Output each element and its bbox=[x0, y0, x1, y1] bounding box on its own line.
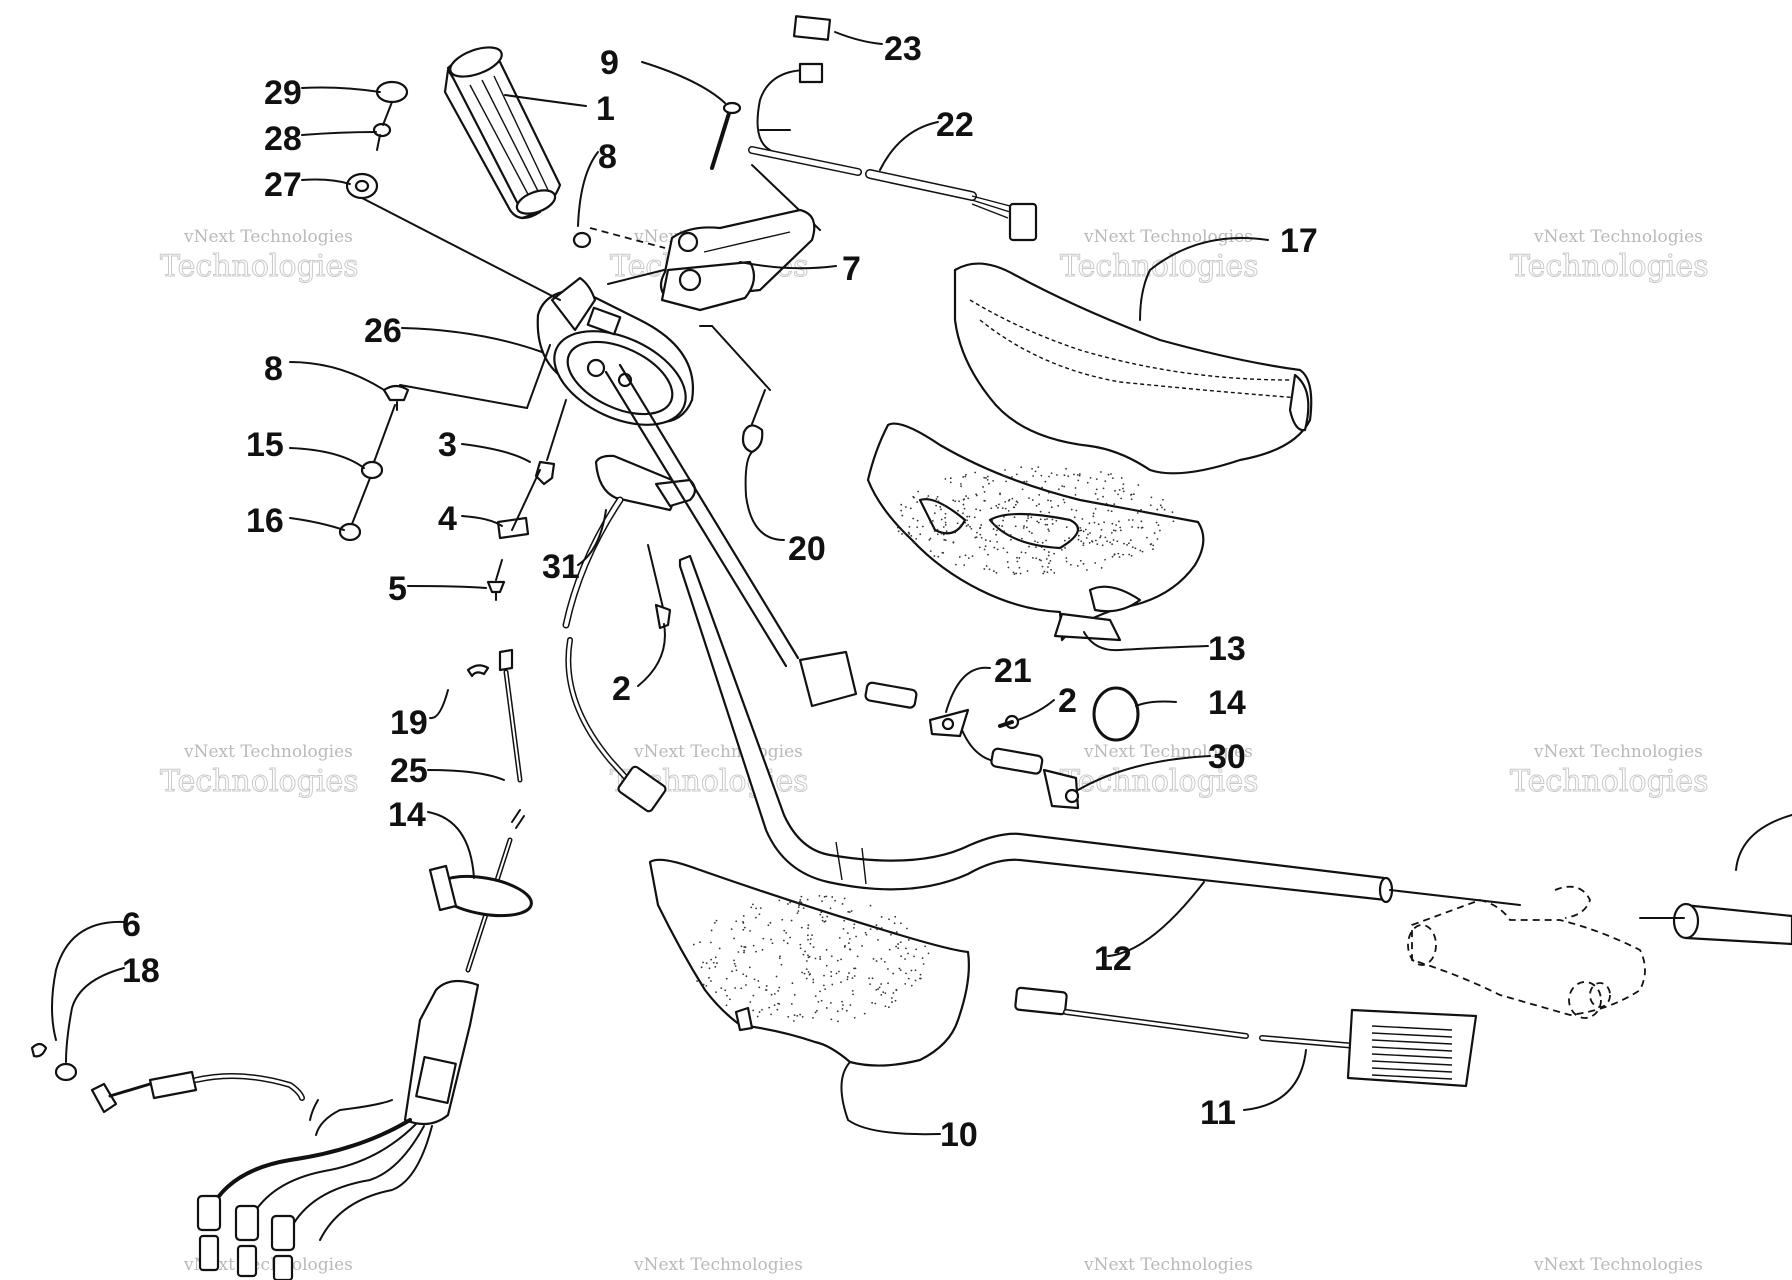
callout-27: 27 bbox=[264, 166, 302, 204]
lower-pad-part bbox=[648, 858, 970, 1067]
callout-13: 13 bbox=[1208, 630, 1246, 668]
callout-16: 16 bbox=[246, 502, 284, 540]
part-drawings bbox=[30, 15, 1792, 1280]
callout-26: 26 bbox=[364, 312, 402, 350]
ghost-clamp-part bbox=[1407, 885, 1646, 1019]
watermark-text: vNext Technologies bbox=[1083, 742, 1253, 762]
watermark-text: vNext Technologies bbox=[633, 742, 803, 762]
right-grip-part bbox=[1639, 814, 1792, 946]
throttle-lever-part bbox=[659, 208, 816, 312]
foam-pad-part bbox=[866, 422, 1205, 642]
heater-element-part bbox=[1014, 986, 1478, 1088]
watermark-text: vNext Technologies bbox=[1083, 1255, 1253, 1275]
watermark-text: vNext Technologies bbox=[183, 227, 353, 247]
watermark-text: vNext Technologies bbox=[1533, 1255, 1703, 1275]
callout-2: 2 bbox=[1058, 682, 1077, 720]
callout-28: 28 bbox=[264, 120, 302, 158]
watermark-text: Technologies bbox=[1510, 249, 1709, 284]
leader-lines bbox=[51, 31, 1307, 1136]
callout-19: 19 bbox=[390, 704, 428, 742]
callout-20: 20 bbox=[788, 530, 826, 568]
callout-3: 3 bbox=[438, 426, 457, 464]
watermark-text: Technologies bbox=[1060, 1277, 1259, 1280]
watermark-text: Technologies bbox=[1060, 249, 1259, 284]
watermark-text: Technologies bbox=[1510, 1277, 1709, 1280]
callout-25: 25 bbox=[390, 752, 428, 790]
callout-12: 12 bbox=[1094, 940, 1132, 978]
pad-cover-part bbox=[953, 262, 1313, 475]
callout-22: 22 bbox=[936, 106, 974, 144]
callout-23: 23 bbox=[884, 30, 922, 68]
screw-part bbox=[372, 122, 392, 151]
callout-15: 15 bbox=[246, 426, 284, 464]
watermark-text: Technologies bbox=[160, 764, 359, 799]
grip-part bbox=[443, 46, 562, 220]
callout-14: 14 bbox=[388, 796, 426, 834]
throttle-block-part bbox=[196, 979, 480, 1280]
throttle-cable-part bbox=[428, 648, 533, 973]
callout-30: 30 bbox=[1208, 738, 1246, 776]
callout-17: 17 bbox=[1280, 222, 1318, 260]
callout-7: 7 bbox=[842, 250, 861, 288]
screw-right-part bbox=[998, 714, 1020, 730]
watermark-text: Technologies bbox=[610, 1277, 809, 1280]
fastener-stack-part bbox=[338, 344, 551, 542]
callout-5: 5 bbox=[388, 570, 407, 608]
switch-housing-part bbox=[536, 276, 694, 426]
wire-harness-part bbox=[748, 62, 1038, 242]
callout-8: 8 bbox=[264, 350, 283, 388]
callout-11: 11 bbox=[1200, 1094, 1236, 1132]
label-tag-part bbox=[792, 15, 832, 41]
clip-part bbox=[699, 325, 771, 454]
callout-8: 8 bbox=[598, 138, 617, 176]
handlebar-part bbox=[678, 554, 1521, 906]
bolt-part bbox=[710, 101, 742, 170]
watermark-text: vNext Technologies bbox=[183, 742, 353, 762]
callout-14: 14 bbox=[1208, 684, 1246, 722]
callout-18: 18 bbox=[122, 952, 160, 990]
cable-end-part bbox=[30, 1042, 319, 1121]
connector-part bbox=[798, 650, 1080, 810]
fastener-part bbox=[572, 231, 592, 249]
watermark-text: vNext Technologies bbox=[1533, 227, 1703, 247]
watermark-text: Technologies bbox=[1510, 764, 1709, 799]
callout-31: 31 bbox=[542, 548, 580, 586]
callout-21: 21 bbox=[994, 652, 1032, 690]
watermark-text: vNext Technologies bbox=[633, 1255, 803, 1275]
lower-pad-texture bbox=[692, 895, 930, 1023]
callout-labels: 1 2 2 3 4 5 6 7 8 8 9 10 11 12 13 14 14 … bbox=[122, 30, 1318, 1154]
clamp-right-part bbox=[1092, 686, 1140, 742]
callout-4: 4 bbox=[438, 500, 457, 538]
cap-part bbox=[375, 80, 409, 104]
callout-29: 29 bbox=[264, 74, 302, 112]
watermark-text: Technologies bbox=[160, 249, 359, 284]
washer-part bbox=[345, 172, 379, 200]
callout-1: 1 bbox=[596, 90, 615, 128]
foam-texture bbox=[896, 466, 1175, 575]
callout-6: 6 bbox=[122, 906, 141, 944]
watermark-text: vNext Technologies bbox=[1083, 227, 1253, 247]
callout-10: 10 bbox=[940, 1116, 978, 1154]
watermark-text: vNext Technologies bbox=[1533, 742, 1703, 762]
callout-9: 9 bbox=[600, 44, 619, 82]
watermark-text: Technologies bbox=[160, 1277, 359, 1280]
callout-2: 2 bbox=[612, 670, 631, 708]
watermark-text: vNext Technologies bbox=[183, 1255, 353, 1275]
screw-clip-part bbox=[486, 399, 567, 601]
